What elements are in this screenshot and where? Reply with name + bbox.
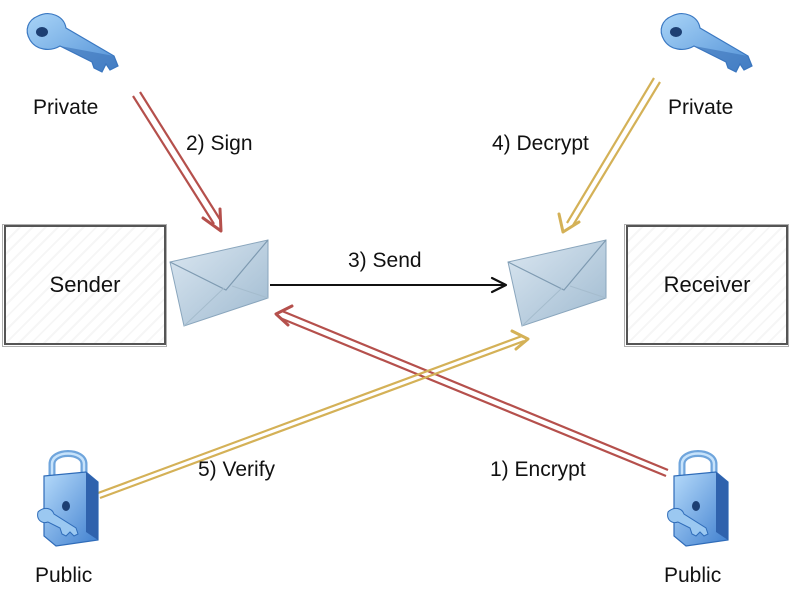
receiver-private-key-icon (660, 13, 753, 73)
receiver-private-key-label: Private (668, 96, 734, 119)
receiver-public-key-label: Public (664, 564, 722, 587)
receiver-label: Receiver (663, 272, 751, 297)
send-label: 3) Send (348, 249, 422, 272)
sign-arrow (132, 91, 223, 233)
sender-label: Sender (49, 272, 121, 297)
receiver-envelope-icon (507, 239, 607, 327)
encrypt-arrow (274, 304, 669, 478)
sender-private-key-icon (26, 13, 119, 73)
sender-public-padlock-icon (37, 450, 99, 547)
verify-arrow (97, 329, 530, 500)
sender-envelope-icon (169, 239, 269, 327)
sender-box: Sender (2, 224, 167, 347)
sender-public-key-label: Public (35, 564, 93, 587)
decrypt-label: 4) Decrypt (492, 132, 589, 155)
encrypt-label: 1) Encrypt (490, 458, 586, 481)
send-arrow (270, 276, 508, 294)
decrypt-arrow (557, 77, 661, 234)
receiver-box: Receiver (624, 224, 789, 347)
sign-label: 2) Sign (186, 132, 253, 155)
verify-label: 5) Verify (198, 458, 276, 481)
sender-private-key-label: Private (33, 96, 99, 119)
receiver-public-padlock-icon (667, 450, 729, 547)
